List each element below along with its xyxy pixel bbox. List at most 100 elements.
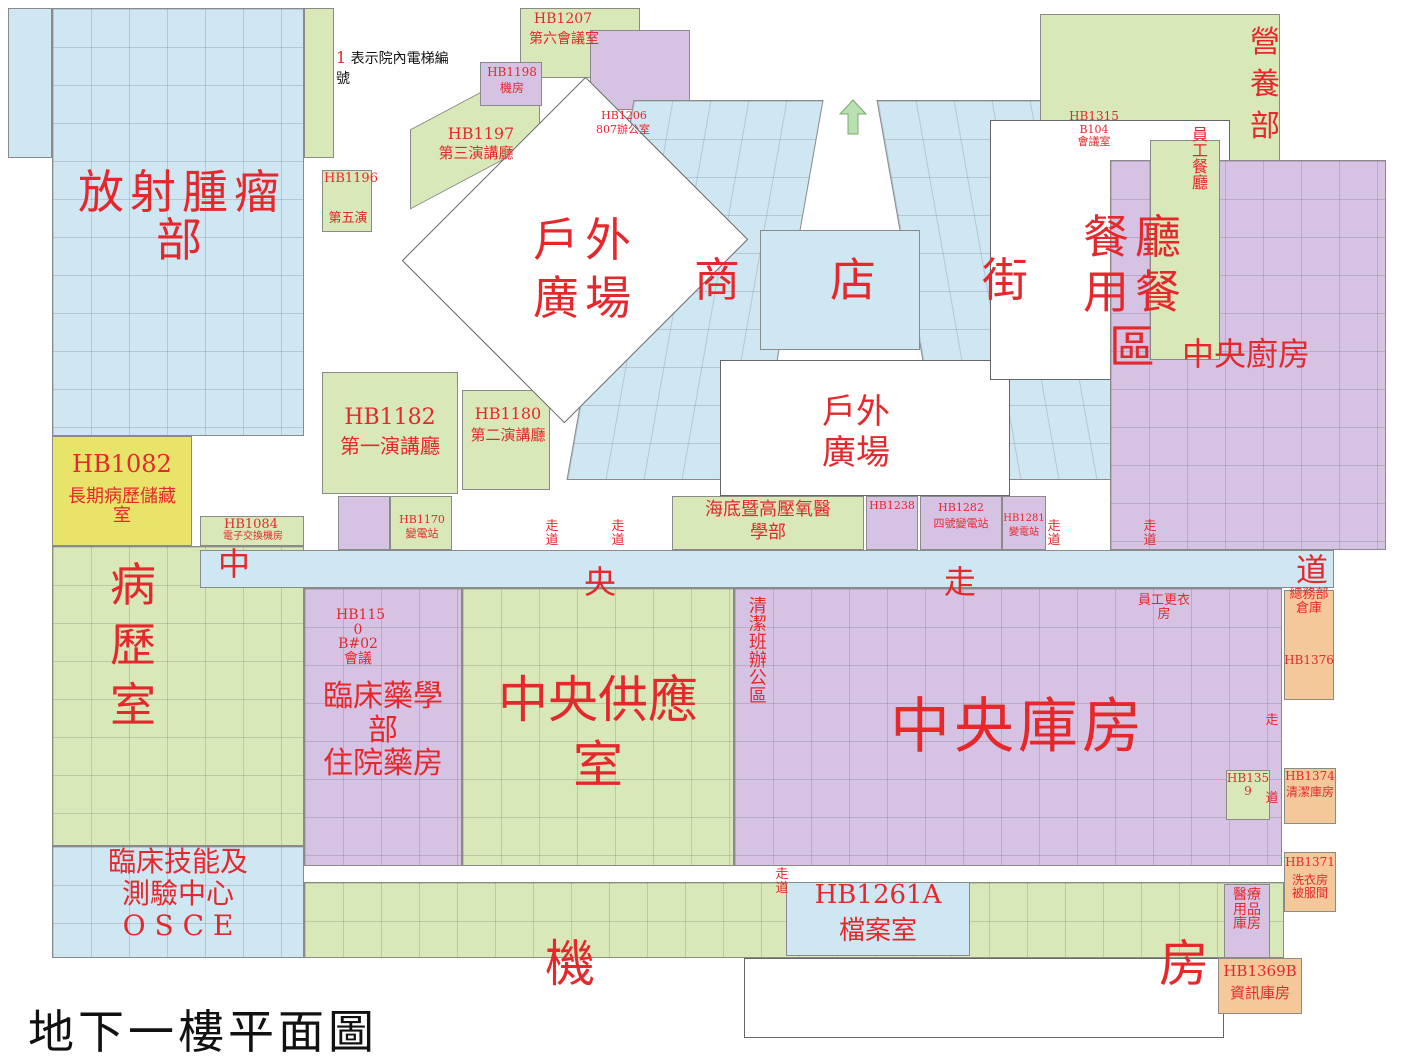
label-hb1282-code: HB1282 [938,501,984,514]
zone-hb1180[interactable] [462,390,550,490]
zone-central-corridor [200,550,1334,588]
zone-outdoor-plaza-2 [720,360,1010,496]
label-hb1182-code: HB1182 [344,405,436,430]
label-walkway-2: 走 道 [611,519,625,548]
label-hb1374-name: 清潔庫房 [1285,785,1334,799]
label-hb1315-code: HB1315 [1069,109,1119,123]
zone-hb1374[interactable] [1284,768,1336,824]
zone-hb1369b[interactable] [1218,958,1302,1014]
label-cleaning-office: 清潔班辦公區 [745,596,767,704]
label-medical-supply: 醫療 用品 庫房 [1233,887,1261,933]
label-osce: 臨床技能及 測驗中心 O S C E [107,845,248,943]
label-general-affairs: 總務部 倉庫 [1289,587,1329,616]
label-medical-records: 病 歷 室 [110,558,162,732]
label-corridor-2: 央 [583,563,616,601]
label-machine: 機 [545,935,595,993]
label-hb1150: HB115 0 B#02 會議 [336,607,386,668]
legend-number: 1 [336,48,347,67]
label-hb1082-code: HB1082 [72,450,172,478]
legend-text2: 號 [336,71,350,87]
map-legend: 1 表示院內電梯編 號 [336,48,449,88]
label-hb1170-code: HB1170 [399,513,445,526]
zone-hb1082[interactable] [52,436,192,546]
label-outdoor-plaza: 戶外 廣場 [533,213,637,325]
label-hb1261a-code: HB1261A [814,880,942,910]
label-hb1369b-code: HB1369B [1223,962,1297,980]
label-restaurant: 餐廳 用餐 區 [1083,210,1187,375]
zone-hb1281[interactable] [1002,496,1046,550]
label-corridor-1: 中 [217,545,250,583]
label-hb1376: HB1376 [1284,653,1334,667]
label-undersea: 海底暨高壓氧醫 學部 [705,499,831,544]
label-radiation-oncology: 放射腫瘤 部 [78,165,286,268]
label-hb1197-name: 第三演講廳 [438,144,514,162]
label-corridor-4: 道 [1295,551,1328,589]
label-outdoor-plaza-2: 戶外 廣場 [822,392,890,473]
label-staff-dining: 員工餐廳 [1189,126,1208,190]
label-hb1196-name: 第五演 [328,211,368,226]
label-staff-lockers: 員工更衣 房 [1137,593,1190,622]
label-hb1180-name: 第二演講廳 [470,426,546,444]
label-hb1369b-name: 資訊庫房 [1229,984,1290,1002]
zone-hb1371[interactable] [1284,852,1336,912]
zone-undersea[interactable] [672,496,864,550]
label-nutrition: 營 養 部 [1250,25,1280,144]
north-arrow-icon [838,99,868,135]
zone-staff-dining [1150,140,1220,360]
label-hb1197-code: HB1197 [447,124,515,143]
zone-hb1170a[interactable] [338,496,390,550]
zone-medical-supply[interactable] [1224,884,1270,958]
zone-machine-bottom [744,958,1224,1038]
label-hb1170-name: 變電站 [405,527,439,540]
zone-hb1170[interactable] [390,496,452,550]
label-hb1198-code: HB1198 [487,65,537,79]
label-walkway-6: 走 [1265,713,1279,728]
legend-text: 表示院內電梯編 [350,51,449,67]
page-title: 地下一樓平面圖 [28,1005,378,1059]
label-central-kitchen: 中央廚房 [1181,335,1310,373]
label-hb1180-code: HB1180 [474,404,542,423]
label-hb1196-code: HB1196 [324,171,378,186]
label-hb1206-name: 807辦公室 [596,123,650,136]
zone-hb1196[interactable] [322,170,372,232]
label-hb1281-code: HB1281 [1003,513,1045,524]
zone-hb1376[interactable] [1284,590,1334,700]
label-hb1084-name: 電子交換機房 [223,531,283,542]
label-hb1198-name: 機房 [499,81,524,95]
label-hb1374-code: HB1374 [1285,769,1335,783]
zone-hb1198[interactable] [480,62,542,106]
zone-hb1238[interactable] [866,496,918,550]
label-hb1359: HB135 9 [1226,771,1270,798]
zone-medical-records [52,546,304,846]
label-hb1371-name: 洗衣房 被服間 [1291,873,1328,900]
label-walkway-7: 道 [1265,791,1279,806]
zone-left-edge [8,8,52,158]
zone-hb1261a[interactable] [786,882,970,956]
label-street: 街 [982,253,1034,307]
label-walkway-1: 走 道 [545,519,559,548]
label-walkway-5: 走 道 [775,867,789,896]
label-walkway-3: 走 道 [1047,519,1061,548]
label-hb1261a-name: 檔案室 [838,916,917,946]
label-hb1238-code: HB1238 [869,499,915,512]
label-hb1207-code: HB1207 [533,11,593,27]
label-hb1084-code: HB1084 [224,517,278,532]
label-hb1282-name: 四號變電站 [933,517,989,530]
label-hb1182-name: 第一演講廳 [340,434,440,458]
zone-hb1182[interactable] [322,372,458,494]
label-central-supply: 中央供應 室 [498,671,698,794]
zone-hb1084[interactable] [200,516,304,546]
label-machine-room: 房 [1159,935,1209,993]
zone-hb1282[interactable] [920,496,1002,550]
zone-hb1359[interactable] [1226,770,1270,820]
label-central-warehouse: 中央庫房 [890,692,1146,762]
label-hb1082-name: 長期病歷儲藏 室 [68,486,176,526]
label-walkway-4: 走 道 [1143,519,1157,548]
label-hb1371-code: HB1371 [1285,855,1335,869]
zone-store-street-mid [760,230,920,350]
label-pharmacy: 臨床藥學 部 住院藥房 [323,679,443,782]
label-hb1315-name: B104 會議室 [1077,123,1111,148]
label-corridor-3: 走 [943,563,976,601]
zone-stair-shaft [304,8,334,158]
